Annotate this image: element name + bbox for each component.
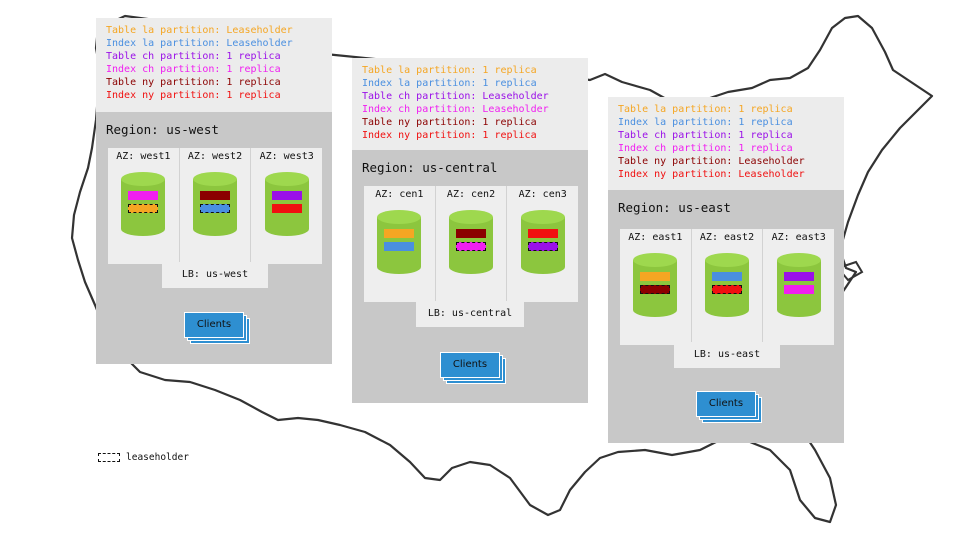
leaseholder-bar bbox=[200, 204, 230, 213]
region-legend: Table la partition: Leaseholder Index la… bbox=[96, 18, 332, 112]
clients-label: Clients bbox=[696, 391, 756, 417]
replica-bar bbox=[783, 272, 814, 281]
az-label: AZ: west2 bbox=[187, 151, 243, 162]
legend-line: Table la partition: 1 replica bbox=[362, 65, 537, 76]
availability-zones: AZ: west1 AZ: west2 AZ: west3 bbox=[108, 148, 322, 264]
replica-bar bbox=[271, 204, 302, 213]
database-node bbox=[377, 210, 422, 274]
legend-line: Index la partition: Leaseholder bbox=[106, 38, 293, 49]
clients-stack: Clients bbox=[696, 391, 762, 423]
legend-line: Table ny partition: 1 replica bbox=[106, 77, 281, 88]
replica-bar bbox=[712, 272, 742, 281]
leaseholder-bar bbox=[456, 242, 486, 251]
az-cen3: AZ: cen3 bbox=[507, 186, 578, 302]
replica-bar bbox=[456, 229, 486, 238]
replica-bar bbox=[783, 285, 814, 294]
legend-line: Index ny partition: Leaseholder bbox=[618, 169, 805, 180]
leaseholder-bar bbox=[640, 285, 671, 294]
region-legend: Table la partition: 1 replica Index la p… bbox=[608, 97, 844, 190]
legend-line: Index la partition: 1 replica bbox=[618, 117, 793, 128]
database-node bbox=[520, 210, 565, 274]
clients-label: Clients bbox=[440, 352, 500, 378]
leaseholder-swatch bbox=[98, 453, 120, 462]
legend-line: Table ch partition: 1 replica bbox=[618, 130, 793, 141]
az-label: AZ: cen2 bbox=[446, 189, 496, 200]
az-label: AZ: east2 bbox=[699, 232, 755, 243]
database-node bbox=[705, 253, 749, 317]
az-label: AZ: cen3 bbox=[518, 189, 567, 200]
legend-line: Table ch partition: Leaseholder bbox=[362, 91, 549, 102]
replica-bar bbox=[527, 229, 558, 238]
replica-bar bbox=[384, 242, 415, 251]
leaseholder-key: leaseholder bbox=[98, 452, 189, 463]
az-west3: AZ: west3 bbox=[251, 148, 322, 264]
az-cen2: AZ: cen2 bbox=[436, 186, 508, 302]
region-title: Region: us-west bbox=[106, 122, 219, 137]
region-us-west: Table la partition: Leaseholder Index la… bbox=[96, 18, 332, 364]
clients-stack: Clients bbox=[440, 352, 506, 384]
az-west1: AZ: west1 bbox=[108, 148, 180, 264]
database-node bbox=[633, 253, 678, 317]
replica-bar bbox=[384, 229, 415, 238]
database-node bbox=[449, 210, 493, 274]
legend-line: Table la partition: 1 replica bbox=[618, 104, 793, 115]
legend-line: Index la partition: 1 replica bbox=[362, 78, 537, 89]
replica-bar bbox=[128, 191, 159, 200]
legend-line: Index ch partition: 1 replica bbox=[618, 143, 793, 154]
database-node bbox=[121, 172, 166, 236]
legend-line: Table ny partition: 1 replica bbox=[362, 117, 537, 128]
az-west2: AZ: west2 bbox=[180, 148, 252, 264]
az-label: AZ: west3 bbox=[259, 151, 314, 162]
region-title: Region: us-east bbox=[618, 200, 731, 215]
legend-line: Index ny partition: 1 replica bbox=[106, 90, 281, 101]
az-label: AZ: cen1 bbox=[375, 189, 424, 200]
availability-zones: AZ: east1 AZ: east2 AZ: east3 bbox=[620, 229, 834, 345]
database-node bbox=[776, 253, 821, 317]
az-cen1: AZ: cen1 bbox=[364, 186, 436, 302]
leaseholder-bar bbox=[128, 204, 159, 213]
az-east3: AZ: east3 bbox=[763, 229, 834, 345]
replica-bar bbox=[640, 272, 671, 281]
leaseholder-bar bbox=[712, 285, 742, 294]
region-us-central: Table la partition: 1 replica Index la p… bbox=[352, 58, 588, 403]
leaseholder-bar bbox=[527, 242, 558, 251]
az-east1: AZ: east1 bbox=[620, 229, 692, 345]
legend-line: Table ny partition: Leaseholder bbox=[618, 156, 805, 167]
replica-bar bbox=[200, 191, 230, 200]
az-label: AZ: west1 bbox=[116, 151, 171, 162]
legend-line: Table la partition: Leaseholder bbox=[106, 25, 293, 36]
az-label: AZ: east3 bbox=[771, 232, 826, 243]
load-balancer: LB: us-east bbox=[674, 342, 780, 368]
az-label: AZ: east1 bbox=[628, 232, 683, 243]
availability-zones: AZ: cen1 AZ: cen2 AZ: cen3 bbox=[364, 186, 578, 302]
region-us-east: Table la partition: 1 replica Index la p… bbox=[608, 97, 844, 443]
database-node bbox=[264, 172, 309, 236]
legend-line: Index ch partition: 1 replica bbox=[106, 64, 281, 75]
clients-stack: Clients bbox=[184, 312, 250, 344]
replica-bar bbox=[271, 191, 302, 200]
legend-line: Table ch partition: 1 replica bbox=[106, 51, 281, 62]
database-node bbox=[193, 172, 237, 236]
region-title: Region: us-central bbox=[362, 160, 498, 175]
az-east2: AZ: east2 bbox=[692, 229, 764, 345]
region-legend: Table la partition: 1 replica Index la p… bbox=[352, 58, 588, 150]
leaseholder-key-label: leaseholder bbox=[126, 452, 189, 463]
load-balancer: LB: us-central bbox=[416, 301, 524, 327]
load-balancer: LB: us-west bbox=[162, 262, 268, 288]
legend-line: Index ch partition: Leaseholder bbox=[362, 104, 549, 115]
legend-line: Index ny partition: 1 replica bbox=[362, 130, 537, 141]
clients-label: Clients bbox=[184, 312, 244, 338]
